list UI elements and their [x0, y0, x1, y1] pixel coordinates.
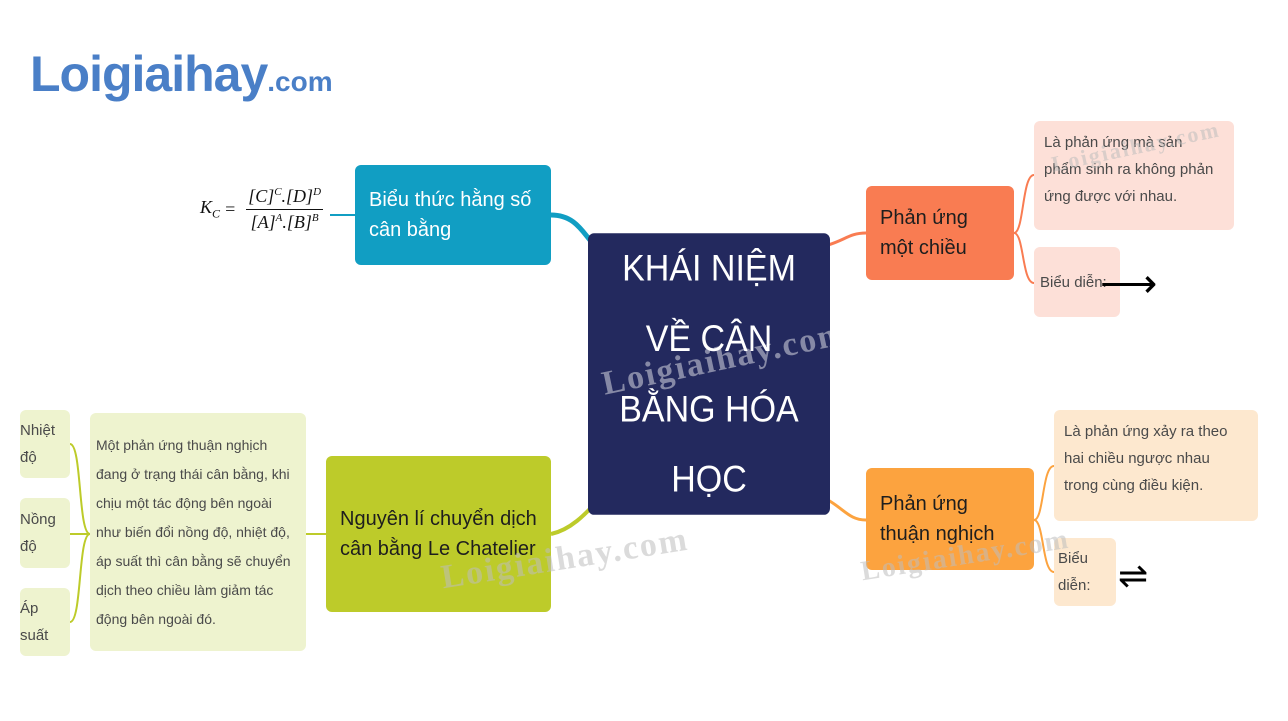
- formula-lhs: KC: [200, 197, 221, 221]
- leaf-thuan-nghich-notation: Biểu diễn:: [1054, 538, 1116, 606]
- leaf-thuan-nghich-definition-text: Là phản ứng xảy ra theo hai chiều ngược …: [1064, 423, 1228, 494]
- node-nguyen-li: Nguyên lí chuyển dịch cân bằng Le Chatel…: [326, 456, 551, 612]
- node-mot-chieu: Phản ứng một chiều: [866, 186, 1014, 280]
- bracket-mot-chieu: [1013, 174, 1035, 284]
- leaf-factor-pressure: Áp suất: [20, 588, 70, 656]
- leaf-factor-pressure-text: Áp suất: [20, 600, 49, 644]
- leaf-le-chatelier-statement-text: Một phản ứng thuận nghịch đang ở trạng t…: [96, 437, 291, 627]
- leaf-thuan-nghich-notation-text: Biểu diễn:: [1058, 550, 1091, 594]
- leaf-factor-temperature-text: Nhiệt độ: [20, 422, 56, 466]
- leaf-thuan-nghich-definition: Là phản ứng xảy ra theo hai chiều ngược …: [1054, 410, 1258, 521]
- leaf-factor-temperature: Nhiệt độ: [20, 410, 70, 478]
- leaf-factor-concentration: Nồng độ: [20, 498, 70, 568]
- bracket-thuan-nghich: [1033, 465, 1055, 573]
- node-nguyen-li-label: Nguyên lí chuyển dịch cân bằng Le Chatel…: [340, 508, 537, 560]
- leaf-mot-chieu-notation-text: Biểu diễn:: [1040, 273, 1107, 291]
- logo-tld-text: .com: [267, 66, 333, 97]
- formula-fraction: [C]C.[D]D [A]A.[B]B: [246, 186, 324, 233]
- formula-equals: =: [224, 199, 237, 219]
- equilibrium-arrows-icon: ⇌: [1118, 555, 1149, 596]
- node-thuan-nghich: Phản ứng thuận nghịch: [866, 468, 1034, 570]
- node-bieu-thuc: Biểu thức hằng số cân bằng: [355, 165, 551, 265]
- leaf-factor-concentration-text: Nồng độ: [20, 511, 56, 555]
- link-center-thuan-nghich: [827, 498, 867, 522]
- node-thuan-nghich-label: Phản ứng thuận nghịch: [880, 493, 995, 545]
- leaf-le-chatelier-statement: Một phản ứng thuận nghịch đang ở trạng t…: [90, 413, 306, 651]
- center-topic-label: KHÁI NIỆM VỀ CÂN BẰNG HÓA HỌC: [619, 247, 799, 501]
- leaf-mot-chieu-definition: Là phản ứng mà sản phẩm sinh ra không ph…: [1034, 121, 1234, 230]
- leaf-mot-chieu-notation: Biểu diễn:: [1034, 247, 1120, 317]
- formula-denominator: [A]A.[B]B: [250, 212, 319, 232]
- center-topic: KHÁI NIỆM VỀ CÂN BẰNG HÓA HỌC: [588, 233, 830, 515]
- node-bieu-thuc-label: Biểu thức hằng số cân bằng: [369, 189, 532, 241]
- node-mot-chieu-label: Phản ứng một chiều: [880, 207, 968, 259]
- formula-numerator: [C]C.[D]D: [246, 186, 324, 210]
- logo-main-text: Loigiaihay: [30, 46, 268, 102]
- site-logo: Loigiaihay.com: [30, 44, 333, 112]
- bracket-factors: [69, 443, 91, 623]
- equilibrium-constant-formula: KC = [C]C.[D]D [A]A.[B]B: [200, 186, 324, 233]
- one-way-arrow-icon: ⟶: [1100, 262, 1158, 306]
- leaf-mot-chieu-definition-text: Là phản ứng mà sản phẩm sinh ra không ph…: [1044, 134, 1214, 205]
- link-center-mot-chieu: [827, 231, 867, 247]
